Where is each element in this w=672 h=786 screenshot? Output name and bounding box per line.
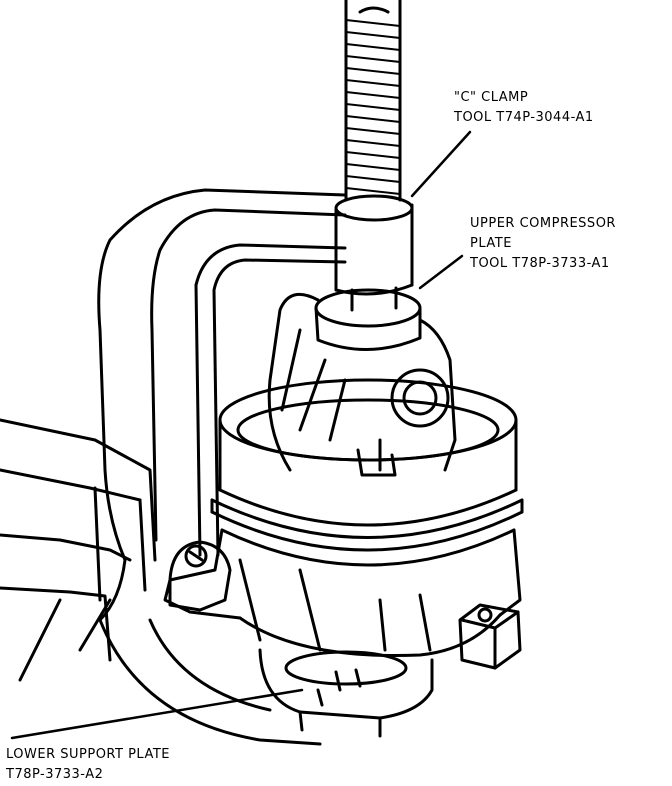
upper-compressor-plate-label: UPPER COMPRESSOR PLATE TOOL T78P-3733-A1 bbox=[470, 214, 616, 274]
pump-housing-upper bbox=[267, 292, 457, 477]
upper-plate-label-line2: PLATE bbox=[470, 236, 512, 251]
right-mounting-boss bbox=[458, 603, 522, 670]
bench-frame bbox=[0, 418, 157, 682]
upper-plate-label-line1: UPPER COMPRESSOR bbox=[470, 216, 616, 231]
c-clamp-label-line2: TOOL T74P-3044-A1 bbox=[454, 110, 594, 125]
lower-plate-label-line2: T78P-3733-A2 bbox=[6, 767, 104, 782]
leader-lines bbox=[10, 130, 472, 740]
c-clamp-frame bbox=[97, 188, 347, 746]
clamp-screw bbox=[344, 0, 402, 202]
lower-plate-label-line1: LOWER SUPPORT PLATE bbox=[6, 747, 171, 762]
pump-ring bbox=[210, 378, 524, 567]
lower-support-plate bbox=[258, 648, 434, 738]
lower-support-plate-label: LOWER SUPPORT PLATE T78P-3733-A2 bbox=[6, 745, 170, 785]
upper-compressor-plate bbox=[314, 288, 422, 352]
c-clamp-label-line1: "C" CLAMP bbox=[454, 90, 529, 105]
c-clamp-label: "C" CLAMP TOOL T74P-3044-A1 bbox=[454, 88, 594, 128]
left-mounting-ear bbox=[168, 540, 232, 612]
upper-plate-label-line3: TOOL T78P-3733-A1 bbox=[470, 256, 610, 271]
